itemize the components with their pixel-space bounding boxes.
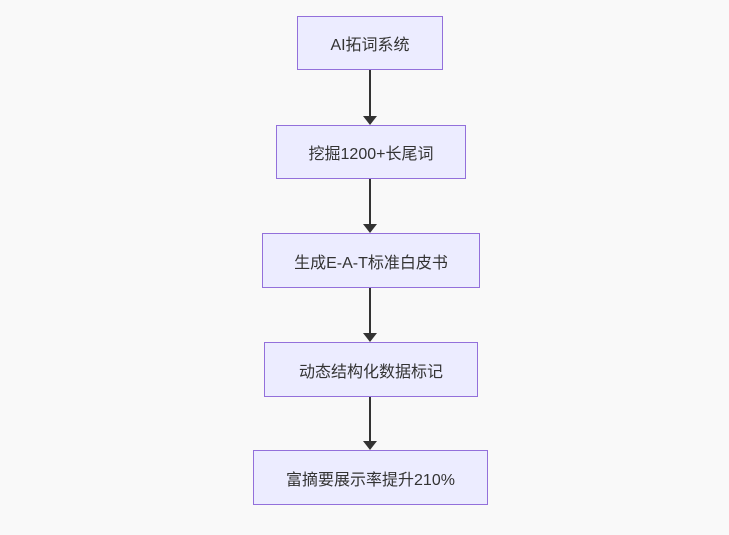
flow-arrow-4 [363,397,377,450]
arrowhead-down-icon [363,224,377,233]
flow-node-3-label: 生成E-A-T标准白皮书 [294,254,448,272]
arrowhead-down-icon [363,441,377,450]
flow-node-5-label: 富摘要展示率提升210% [286,471,455,489]
flow-node-1: AI拓词系统 [297,16,443,70]
flow-node-3: 生成E-A-T标准白皮书 [262,233,480,288]
flow-node-5: 富摘要展示率提升210% [253,450,488,505]
flow-node-1-label: AI拓词系统 [330,37,410,54]
flow-node-4: 动态结构化数据标记 [264,342,478,397]
flow-node-2-label: 挖掘1200+长尾词 [308,146,434,163]
arrow-line [369,179,371,225]
flow-arrow-2 [363,179,377,233]
arrow-line [369,288,371,334]
flow-arrow-1 [363,70,377,125]
flow-arrow-3 [363,288,377,342]
flow-node-4-label: 动态结构化数据标记 [298,363,443,381]
arrow-line [369,70,371,117]
arrowhead-down-icon [363,333,377,342]
arrowhead-down-icon [363,116,377,125]
arrow-line [369,397,371,442]
flow-node-2: 挖掘1200+长尾词 [276,125,466,179]
